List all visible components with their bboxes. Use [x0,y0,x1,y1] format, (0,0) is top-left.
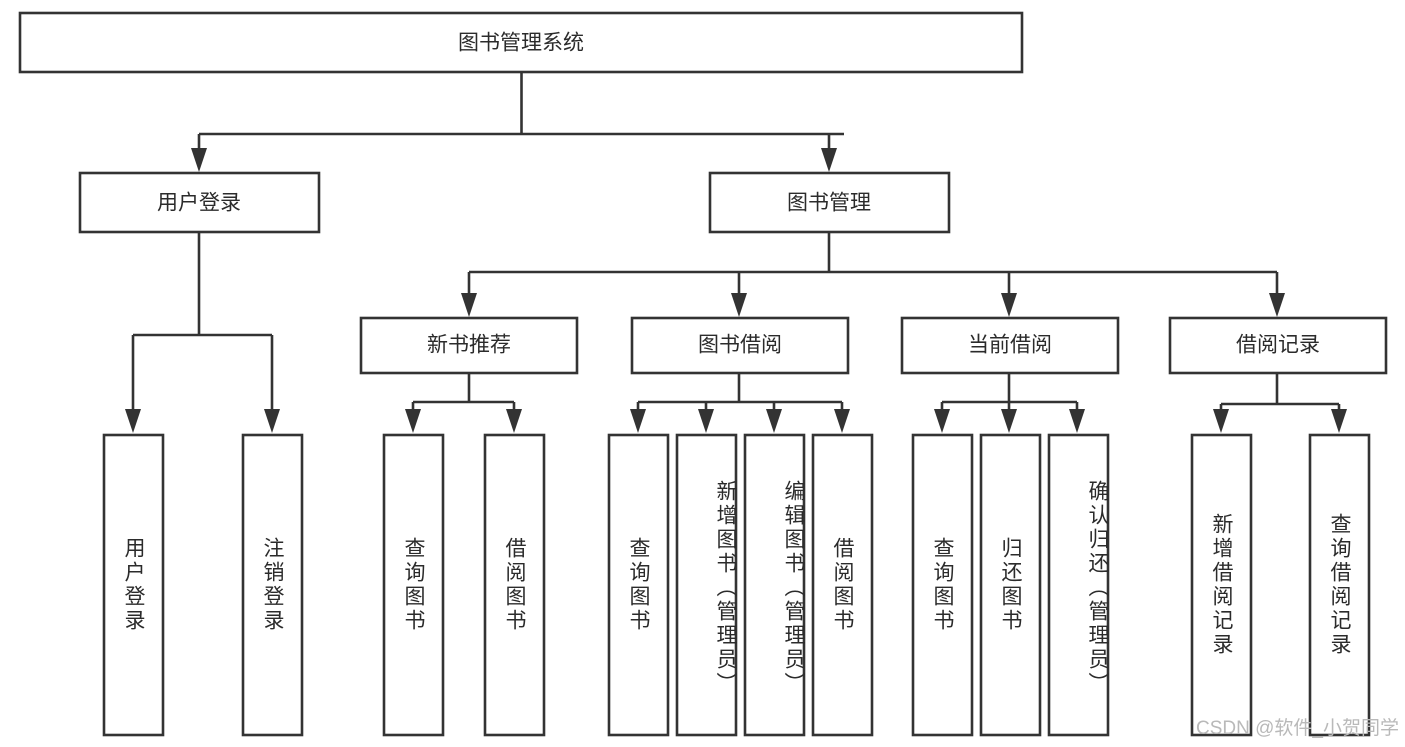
edge-group-current-borrow [934,373,1085,433]
leaf-query-record-box[interactable] [1308,433,1371,737]
arrow-head-icon [1069,409,1085,433]
leaf-add-record-box[interactable] [1190,433,1253,737]
edge-group-root [191,73,844,172]
arrow-head-icon [1001,293,1017,317]
leaf-query-book-3-label: 查询图书 [931,537,954,633]
node-borrow-record-box[interactable] [1168,316,1388,375]
node-root-box[interactable] [18,11,1024,74]
arrow-head-icon [506,409,522,433]
arrow-head-icon [630,409,646,433]
leaf-user-login-box[interactable] [102,433,165,737]
node-root-label: 图书管理系统 [458,32,584,55]
node-book-management-box[interactable] [708,171,951,234]
leaf-return-book-label: 归还图书 [999,537,1022,633]
node-current-borrow[interactable]: 当前借阅 [900,316,1120,375]
leaf-boxes [102,433,1371,737]
leaf-logout-box[interactable] [241,433,304,737]
node-user-login-box[interactable] [78,171,321,234]
node-borrow-record[interactable]: 借阅记录 [1168,316,1388,375]
leaf-confirm-return-box[interactable] [1047,433,1110,737]
leaf-query-book-1-label: 查询图书 [402,537,425,633]
edge-group-user-login [125,232,280,433]
leaf-query-record-label: 查询借阅记录 [1328,513,1351,657]
arrow-head-icon [461,293,477,317]
leaf-edit-book-label: 编辑图书（管理员） [782,480,805,696]
arrow-head-icon [766,409,782,433]
node-book-borrow[interactable]: 图书借阅 [630,316,850,375]
arrow-head-icon [1213,409,1229,433]
edge-group-book-borrow [630,373,850,433]
edge-group-borrow-record [1213,373,1347,433]
leaf-add-record-label: 新增借阅记录 [1210,513,1233,657]
arrow-head-icon [264,409,280,433]
leaf-add-book-box[interactable] [675,433,738,737]
edge-group-book-management [461,232,1285,317]
node-book-borrow-label: 图书借阅 [698,334,782,357]
arrow-head-icon [1001,409,1017,433]
node-book-management[interactable]: 图书管理 [708,171,951,234]
arrow-head-icon [191,148,207,172]
arrow-head-icon [125,409,141,433]
arrow-head-icon [405,409,421,433]
edge-group-new-book-recommend [405,373,522,433]
leaf-query-book-2-label: 查询图书 [627,537,650,633]
arrow-head-icon [1331,409,1347,433]
node-book-management-label: 图书管理 [787,192,871,215]
node-current-borrow-box[interactable] [900,316,1120,375]
node-new-book-recommend-label: 新书推荐 [427,334,511,357]
node-new-book-recommend-box[interactable] [359,316,579,375]
leaf-borrow-book-2-label: 借阅图书 [831,537,854,633]
leaf-query-book-1-box[interactable] [382,433,445,737]
arrow-head-icon [731,293,747,317]
leaf-borrow-book-1-label: 借阅图书 [503,537,526,633]
leaf-edit-book-box[interactable] [743,433,806,737]
arrow-head-icon [934,409,950,433]
node-root[interactable]: 图书管理系统 [18,11,1024,74]
node-book-borrow-box[interactable] [630,316,850,375]
leaf-query-book-2-box[interactable] [607,433,670,737]
node-user-login-label: 用户登录 [157,192,241,215]
csdn-watermark: CSDN @软件_小贺同学 [1196,718,1399,739]
node-user-login[interactable]: 用户登录 [78,171,321,234]
node-current-borrow-label: 当前借阅 [968,334,1052,357]
arrow-head-icon [834,409,850,433]
leaf-confirm-return-label: 确认归还（管理员） [1086,480,1109,696]
leaf-logout-label: 注销登录 [261,537,284,633]
leaf-user-login-label: 用户登录 [122,537,145,633]
arrow-head-icon [1269,293,1285,317]
leaf-query-book-3-box[interactable] [911,433,974,737]
leaf-add-book-label: 新增图书（管理员） [714,480,737,696]
leaf-return-book-box[interactable] [979,433,1042,737]
node-borrow-record-label: 借阅记录 [1236,334,1320,357]
arrow-head-icon [698,409,714,433]
node-new-book-recommend[interactable]: 新书推荐 [359,316,579,375]
arrow-head-icon [821,148,837,172]
leaf-borrow-book-1-box[interactable] [483,433,546,737]
leaf-borrow-book-2-box[interactable] [811,433,874,737]
